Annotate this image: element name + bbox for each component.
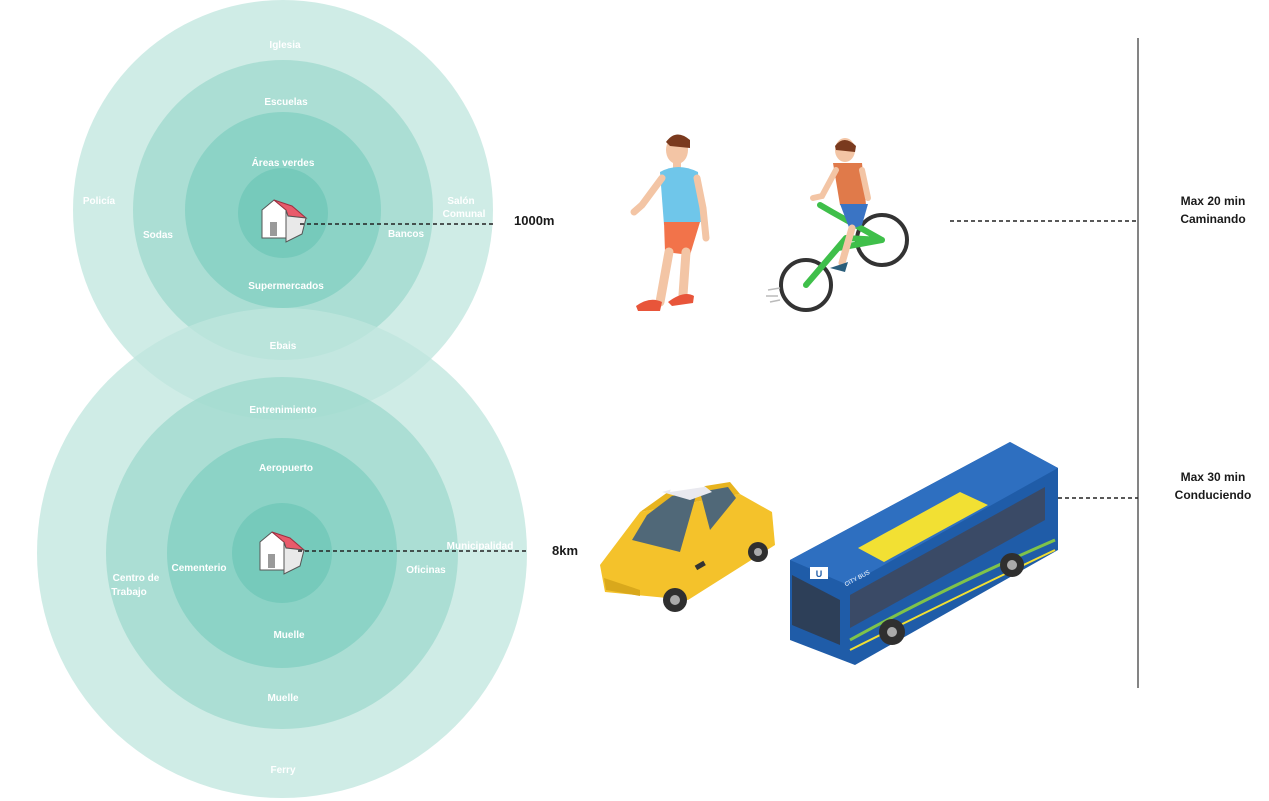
label-centro-de: Centro de [113,573,160,584]
bus-icon: U CITY BUS [790,442,1058,665]
bus-route-label: U [816,569,823,579]
label-supermercados: Supermercados [248,281,324,292]
drive-distance-label: 8km [552,543,578,558]
label-salon: Salón [447,196,474,207]
label-sodas: Sodas [143,230,173,241]
label-escuelas: Escuelas [264,97,308,108]
label-policia: Policía [83,196,116,207]
label-cementerio: Cementerio [171,563,226,574]
walker-icon [630,134,710,311]
label-entrenimiento: Entrenimiento [249,405,316,416]
label-areas-verdes: Áreas verdes [252,156,315,169]
label-oficinas: Oficinas [406,565,446,576]
label-comunal: Comunal [443,209,486,220]
cyclist-icon [766,138,909,312]
walk-time-label: Max 20 min [1181,194,1246,208]
label-municipalidad: Municipalidad [447,541,514,552]
label-trabajo: Trabajo [111,587,147,598]
walk-distance-label: 1000m [514,213,554,228]
drive-time-label: Max 30 min [1181,470,1246,484]
taxi-icon [600,480,775,612]
label-muelle-inner: Muelle [273,630,305,641]
house-icon [261,199,308,243]
label-muelle-middle: Muelle [267,693,299,704]
label-ferry: Ferry [270,765,295,776]
house-icon [259,531,306,575]
label-bancos: Bancos [388,229,425,240]
walk-mode-label: Caminando [1180,212,1245,226]
label-aeropuerto: Aeropuerto [259,463,313,474]
label-iglesia: Iglesia [269,40,301,51]
drive-mode-label: Conduciendo [1175,488,1252,502]
label-ebais: Ebais [270,341,297,352]
